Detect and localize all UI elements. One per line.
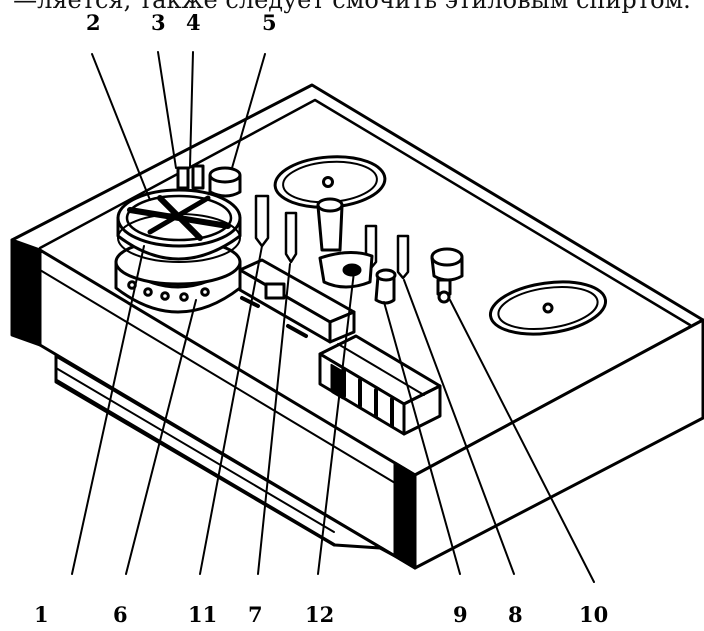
label-12: 12 — [305, 602, 335, 627]
label-3: 3 — [151, 10, 166, 35]
label-2: 2 — [86, 10, 101, 35]
label-5: 5 — [262, 10, 277, 35]
label-7: 7 — [248, 602, 263, 627]
caption-text: —ляется, также следует смочить этиловым … — [13, 0, 691, 14]
right-disc — [488, 280, 608, 336]
label-6: 6 — [113, 602, 128, 627]
sampler-arm — [316, 197, 397, 305]
leader-lines — [71, 51, 595, 583]
label-10: 10 — [579, 602, 609, 627]
housing-left-panel — [10, 238, 42, 347]
housing-right-panel — [393, 461, 417, 570]
right-knob — [430, 247, 464, 304]
label-11: 11 — [188, 602, 218, 627]
label-8: 8 — [508, 602, 523, 627]
label-9: 9 — [453, 602, 468, 627]
label-4: 4 — [186, 10, 201, 35]
label-1: 1 — [34, 602, 49, 627]
sample-carousel — [114, 164, 242, 314]
